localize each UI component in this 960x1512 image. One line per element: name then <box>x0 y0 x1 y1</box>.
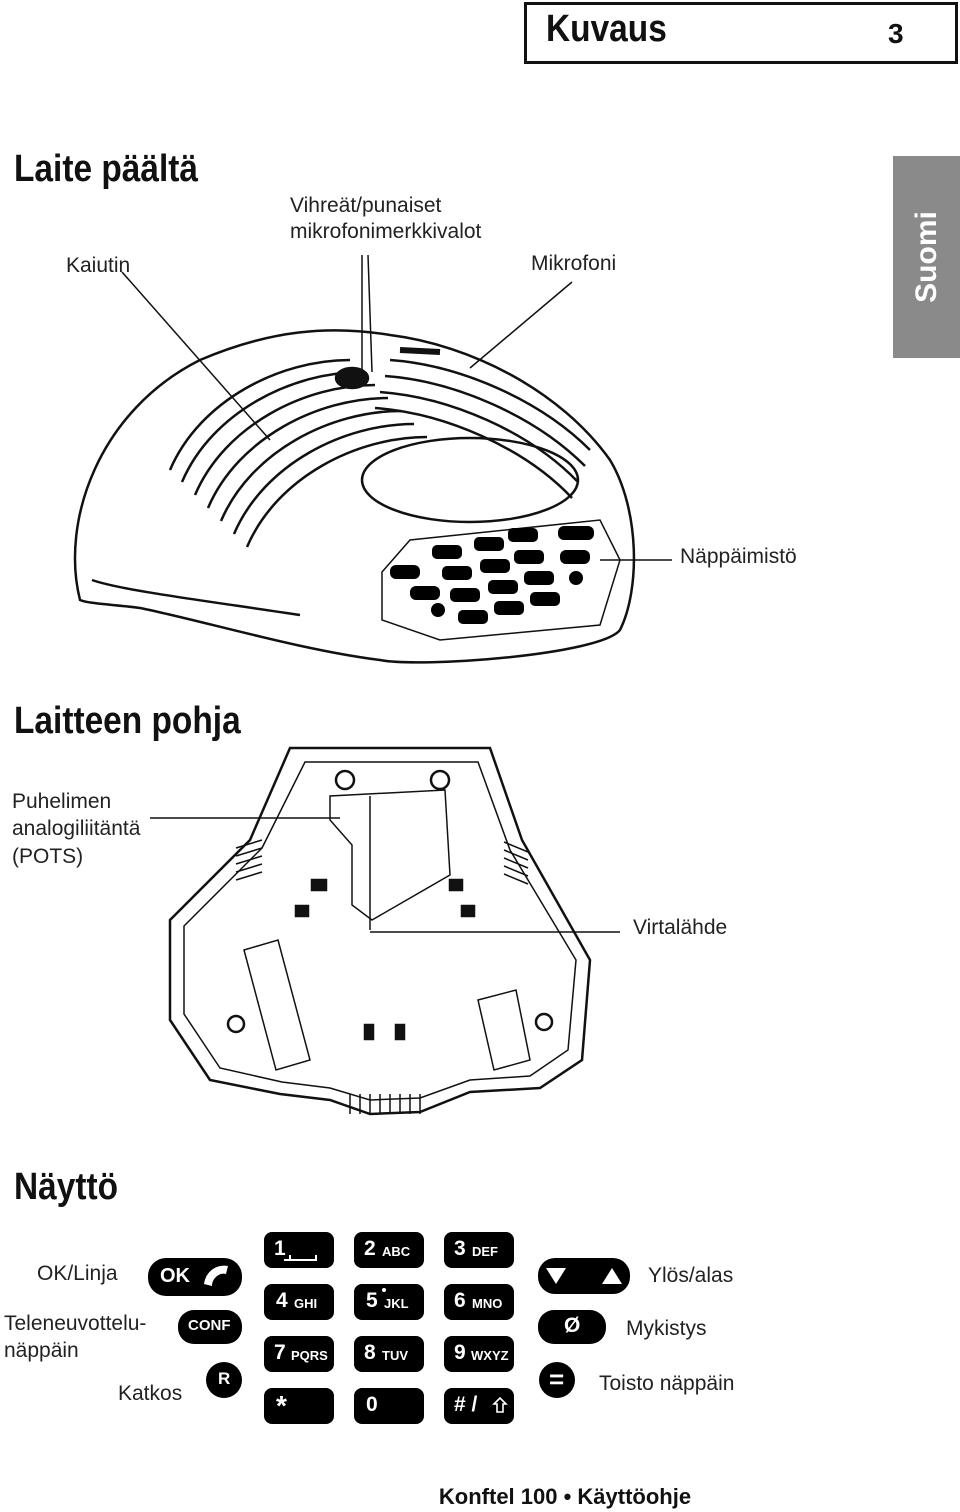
key-7-label: 7 <box>274 1341 286 1365</box>
label-hangup: Katkos <box>118 1380 182 1407</box>
key-5-sub: JKL <box>384 1296 409 1311</box>
key-star-label: * <box>276 1390 287 1422</box>
label-power: Virtalähde <box>633 914 727 941</box>
label-pots-3: (POTS) <box>12 843 83 870</box>
key-5-label: 5 <box>366 1289 378 1313</box>
leader-mic-led-2 <box>368 255 372 372</box>
key-6-sub: MNO <box>472 1296 502 1311</box>
key-7-sub: PQRS <box>291 1348 328 1363</box>
key-6-label: 6 <box>454 1289 466 1313</box>
top-view-device <box>75 255 672 662</box>
section-title-display: Näyttö <box>14 1166 118 1209</box>
leader-microphone <box>470 282 572 368</box>
leader-speaker <box>122 272 270 440</box>
key-0-label: 0 <box>366 1393 378 1417</box>
footer: Konftel 100 • Käyttöohje <box>0 1484 960 1510</box>
label-redial: Toisto näppäin <box>599 1370 734 1397</box>
device-mini-keypad <box>390 526 594 624</box>
key-4-label: 4 <box>276 1289 288 1313</box>
label-ok-line: OK/Linja <box>37 1260 118 1287</box>
key-star <box>264 1388 334 1424</box>
key-conf-label: CONF <box>188 1317 231 1334</box>
bottom-view-device <box>150 748 620 1114</box>
label-pots-1: Puhelimen <box>12 788 111 815</box>
key-2-sub: ABC <box>382 1244 410 1259</box>
key-0 <box>354 1388 424 1424</box>
key-mute-label: Ø <box>564 1314 580 1338</box>
key-ok-label: OK <box>160 1265 190 1288</box>
pots-port <box>330 790 450 920</box>
key-9-sub: WXYZ <box>471 1348 509 1363</box>
device-base-edge <box>92 580 300 615</box>
key-hash-label: # / <box>454 1393 477 1417</box>
key-8-sub: TUV <box>382 1348 408 1363</box>
section-title-bottom-view: Laitteen pohja <box>14 700 241 743</box>
bottom-label-plate <box>244 940 310 1070</box>
label-mute: Mykistys <box>626 1315 707 1342</box>
label-updown: Ylös/alas <box>648 1262 733 1289</box>
label-conf-1: Teleneuvottelu- <box>4 1310 146 1337</box>
mic-indicator-led <box>336 368 368 388</box>
key-1-label: 1 <box>274 1237 286 1261</box>
key-2-label: 2 <box>364 1237 376 1261</box>
key-redial-label: = <box>549 1364 564 1395</box>
key-r-label: R <box>218 1369 230 1389</box>
bottom-outline <box>170 748 590 1114</box>
key-4-sub: GHI <box>294 1296 317 1311</box>
key-3-sub: DEF <box>472 1244 498 1259</box>
key-8-label: 8 <box>364 1341 376 1365</box>
device-display-window <box>362 438 578 522</box>
key-9-label: 9 <box>454 1341 466 1365</box>
label-conf-2: näppäin <box>4 1337 79 1364</box>
label-pots-2: analogiliitäntä <box>12 815 140 842</box>
key-3-label: 3 <box>454 1237 466 1261</box>
